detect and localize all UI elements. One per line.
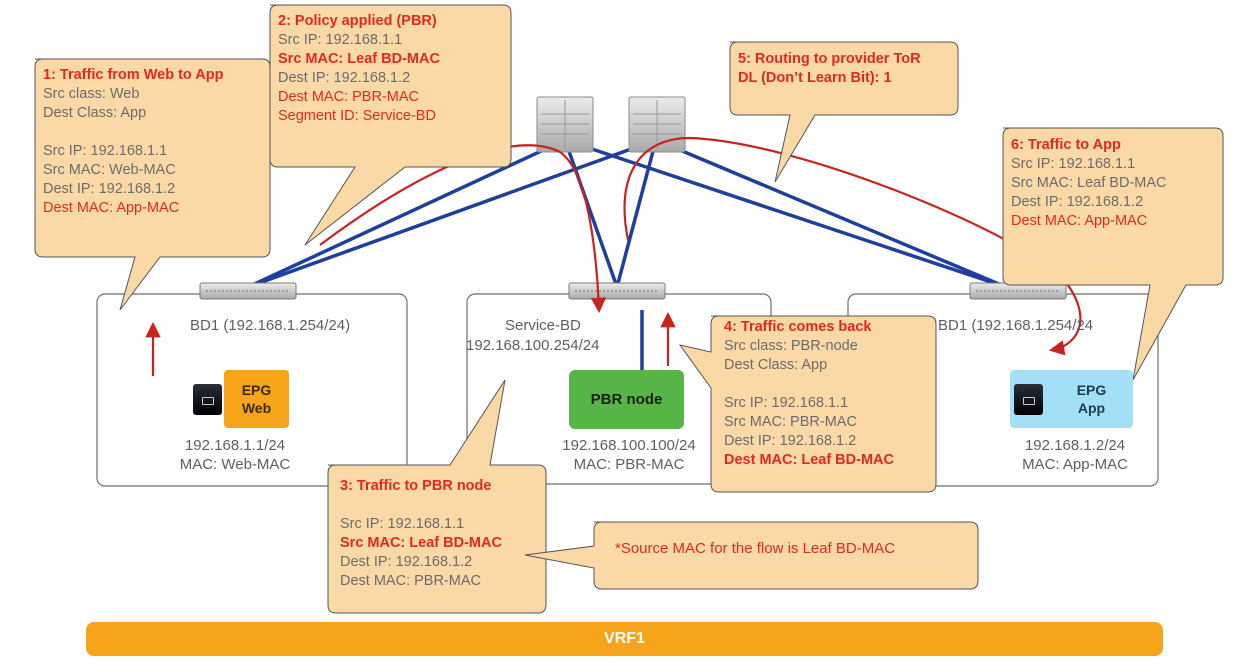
callout-4-bubble: [678, 315, 937, 493]
callout-4-dest-class: Dest Class: App: [724, 357, 828, 373]
callout-1-src-mac: Src MAC: Web-MAC: [43, 162, 176, 178]
callout-6-dest-ip: Dest IP: 192.168.1.2: [1011, 194, 1144, 210]
bd-middle-subnet: 192.168.100.254/24: [466, 337, 600, 354]
callout-3-bubble: [327, 379, 547, 614]
spine-switch-icon: [628, 96, 686, 153]
callout-4-src-mac: Src MAC: PBR-MAC: [724, 414, 857, 430]
epg-web-name: Web: [241, 400, 272, 416]
callout-5-line-2: DL (Don’t Learn Bit): 1: [738, 70, 892, 86]
epg-web: EPG Web: [224, 370, 289, 428]
app-ip: 192.168.1.2/24: [1024, 437, 1126, 454]
callout-2-segment: Segment ID: Service-BD: [278, 108, 436, 124]
callout-2-bubble: [269, 4, 512, 246]
callout-4-title: 4: Traffic comes back: [724, 319, 872, 335]
callout-6: 6: Traffic to App Src IP: 192.168.1.1 Sr…: [1011, 136, 1167, 231]
callout-4: 4: Traffic comes back Src class: PBR-nod…: [724, 318, 894, 470]
server-icon: [193, 384, 222, 415]
callout-3: 3: Traffic to PBR node Src IP: 192.168.1…: [340, 477, 502, 591]
callout-3-title: 3: Traffic to PBR node: [340, 478, 492, 494]
server-icon: [1014, 384, 1043, 415]
note-text: *Source MAC for the flow is Leaf BD-MAC: [615, 540, 896, 557]
callout-1: 1: Traffic from Web to App Src class: We…: [43, 66, 223, 218]
spine-switch-icon: [536, 96, 594, 153]
flow-arrows: [145, 136, 1082, 376]
callout-4-src-class: Src class: PBR-node: [724, 338, 858, 354]
callout-4-dest-ip: Dest IP: 192.168.1.2: [724, 433, 857, 449]
callout-1-src-ip: Src IP: 192.168.1.1: [43, 143, 168, 159]
note-bubble: [524, 521, 979, 590]
callout-5: 5: Routing to provider ToR DL (Don’t Lea…: [738, 50, 921, 88]
callout-1-dest-mac: Dest MAC: App-MAC: [43, 200, 180, 216]
callout-3-src-ip: Src IP: 192.168.1.1: [340, 516, 465, 532]
callout-2-src-ip: Src IP: 192.168.1.1: [278, 32, 403, 48]
leaf-switch-icon: [568, 282, 666, 300]
callout-2-title: 2: Policy applied (PBR): [278, 13, 437, 29]
bd-middle-label: Service-BD: [505, 317, 581, 334]
callout-3-dest-ip: Dest IP: 192.168.1.2: [340, 554, 473, 570]
bd-left-label: BD1 (192.168.1.254/24): [190, 317, 351, 334]
callout-3-dest-mac: Dest MAC: PBR-MAC: [340, 573, 481, 589]
epg-web-label: EPG: [241, 382, 272, 398]
leaf-switch-icon: [199, 282, 297, 300]
leaf-switch-icon: [969, 282, 1067, 300]
app-mac: MAC: App-MAC: [1022, 456, 1128, 473]
callout-1-dest-ip: Dest IP: 192.168.1.2: [43, 181, 176, 197]
epg-app-name: App: [1077, 400, 1106, 416]
fabric-links: [247, 138, 1007, 370]
web-mac: MAC: Web-MAC: [179, 456, 291, 473]
callout-3-src-mac: Src MAC: Leaf BD-MAC: [340, 535, 502, 551]
callout-5-bubble: [729, 41, 959, 183]
callout-1-title: 1: Traffic from Web to App: [43, 67, 224, 83]
callout-4-dest-mac: Dest MAC: Leaf BD-MAC: [724, 452, 894, 468]
epg-app-label: EPG: [1076, 382, 1107, 398]
callout-4-src-ip: Src IP: 192.168.1.1: [724, 395, 849, 411]
web-ip: 192.168.1.1/24: [184, 437, 286, 454]
pbr-ip: 192.168.100.100/24: [562, 437, 696, 454]
callout-6-title: 6: Traffic to App: [1011, 137, 1121, 153]
vrf-bar: VRF1: [86, 622, 1163, 656]
callout-6-bubble: [1002, 127, 1224, 381]
bd-right-label: BD1 (192.168.1.254/24: [938, 317, 1094, 334]
callout-5-line-1: 5: Routing to provider ToR: [738, 51, 921, 67]
callout-1-dest-class: Dest Class: App: [43, 105, 147, 121]
callout-2-dest-mac: Dest MAC: PBR-MAC: [278, 89, 419, 105]
callout-1-src-class: Src class: Web: [43, 86, 140, 102]
callout-6-src-ip: Src IP: 192.168.1.1: [1011, 156, 1136, 172]
pbr-mac: MAC: PBR-MAC: [573, 456, 685, 473]
callout-2-dest-ip: Dest IP: 192.168.1.2: [278, 70, 411, 86]
callout-2: 2: Policy applied (PBR) Src IP: 192.168.…: [278, 12, 440, 126]
callout-6-src-mac: Src MAC: Leaf BD-MAC: [1011, 175, 1167, 191]
callout-2-src-mac: Src MAC: Leaf BD-MAC: [278, 51, 440, 67]
callout-bubbles: [34, 4, 1224, 614]
pbr-node: PBR node: [569, 370, 684, 429]
callout-6-dest-mac: Dest MAC: App-MAC: [1011, 213, 1148, 229]
